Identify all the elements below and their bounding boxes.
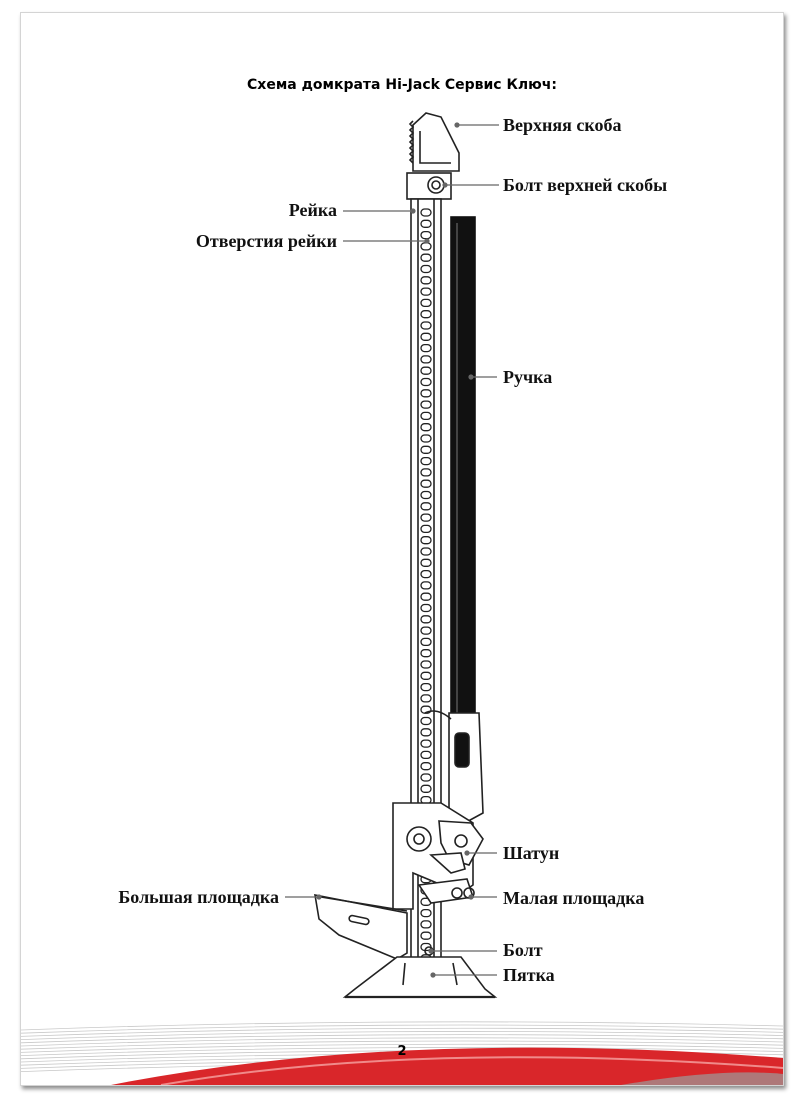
label-large-platform: Большая площадка (118, 887, 279, 907)
label-rack-holes: Отверстия рейки (195, 231, 337, 251)
page-title: Схема домкрата Hi-Jack Сервис Ключ: (247, 77, 557, 93)
label-connecting-rod: Шатун (503, 843, 560, 863)
footer-red-band (111, 1047, 783, 1085)
document-page: Схема домкрата Hi-Jack Сервис Ключ: (20, 12, 784, 1086)
label-heel: Пятка (503, 965, 555, 985)
label-upper-bracket-bolt: Болт верхней скобы (503, 175, 668, 195)
upper-bracket-bolt (427, 176, 445, 194)
label-handle: Ручка (503, 367, 553, 387)
footer-swoosh (21, 1021, 783, 1085)
label-upper-bracket: Верхняя скоба (503, 115, 622, 135)
label-rack: Рейка (288, 200, 337, 220)
handle (450, 216, 476, 728)
connecting-rod-pivot (406, 826, 432, 852)
label-small-platform: Малая площадка (503, 888, 645, 908)
label-bolt: Болт (503, 940, 543, 960)
page-number: 2 (397, 1044, 407, 1059)
upper-bracket (412, 112, 460, 172)
heel (342, 956, 498, 998)
jack-diagram (285, 112, 499, 999)
